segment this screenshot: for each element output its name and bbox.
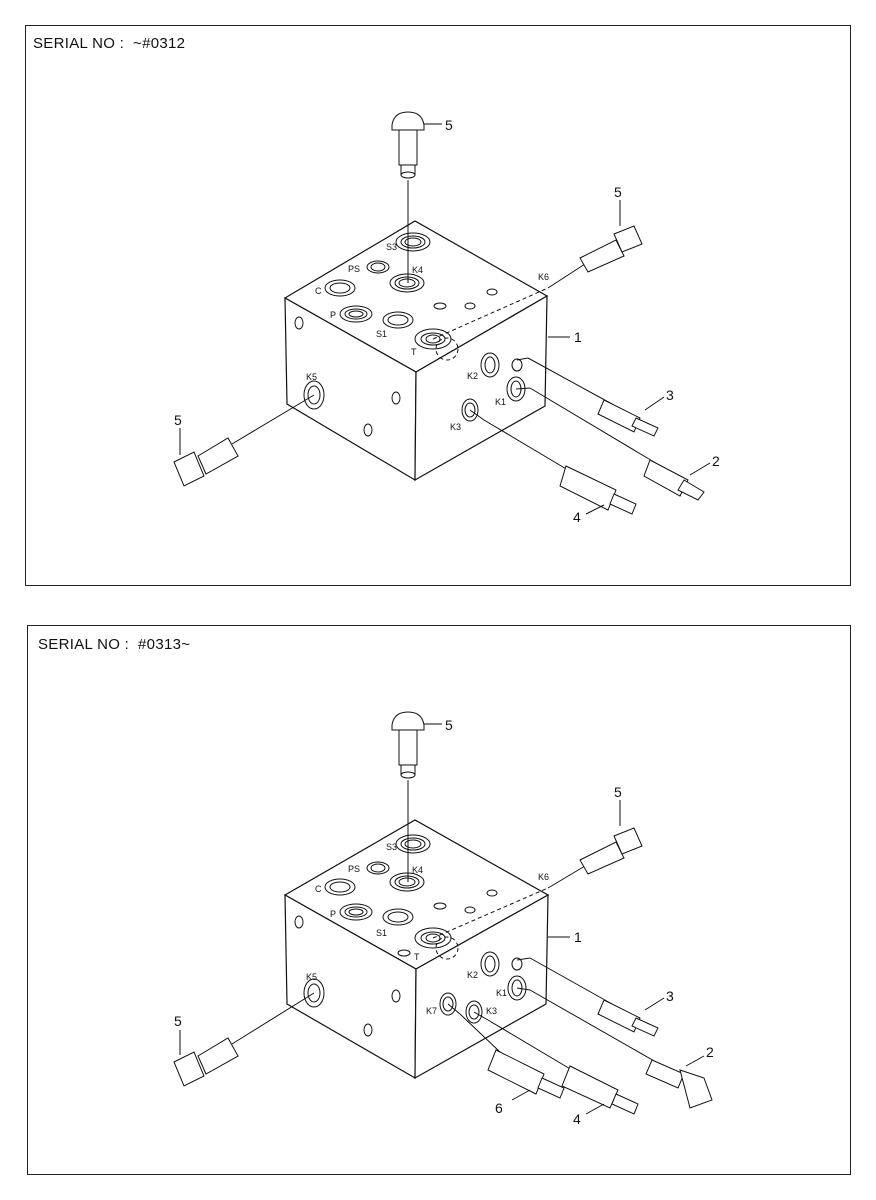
callout-2-b: 2 <box>706 1044 714 1060</box>
cartridge-4 <box>469 409 637 515</box>
port-label-K3-b: K3 <box>486 1006 497 1016</box>
port-label-T: T <box>411 347 417 357</box>
callout-3-b: 3 <box>666 988 674 1004</box>
cartridge-4-b <box>473 1011 639 1115</box>
callout-5-right: 5 <box>614 184 622 200</box>
port-label-K2: K2 <box>467 371 478 381</box>
port-label-PS-b: PS <box>348 864 360 874</box>
top-face-ports-b <box>324 834 498 960</box>
port-label-K7-b: K7 <box>426 1006 437 1016</box>
port-label-K5: K5 <box>306 372 317 382</box>
port-label-T-b: T <box>414 952 420 962</box>
callout-5-top: 5 <box>445 117 453 133</box>
port-label-S1: S1 <box>376 329 387 339</box>
callout-5-left-b: 5 <box>174 1013 182 1029</box>
block-right-face <box>414 294 548 482</box>
port-label-S1-b: S1 <box>376 928 387 938</box>
plug-k6-b <box>432 800 643 939</box>
port-label-K2-b: K2 <box>467 970 478 980</box>
port-label-K6-b: K6 <box>538 872 549 882</box>
callout-3: 3 <box>666 387 674 403</box>
port-label-P-b: P <box>330 909 336 919</box>
block-right-face-b <box>414 893 549 1080</box>
callout-5-right-b: 5 <box>614 784 622 800</box>
plug-2-b <box>516 987 713 1109</box>
port-label-K1-b: K1 <box>496 988 507 998</box>
port-label-K4: K4 <box>412 265 423 275</box>
plug-top-vertical-b <box>391 711 442 882</box>
port-label-K5-b: K5 <box>306 972 317 982</box>
port-label-C-b: C <box>315 884 322 894</box>
plug-k5-b <box>173 992 315 1087</box>
callout-2: 2 <box>712 453 720 469</box>
serial-label-bottom: SERIAL NO : #0313~ <box>38 636 191 653</box>
port-label-PS: PS <box>348 264 360 274</box>
callout-5-top-b: 5 <box>445 717 453 733</box>
port-label-K3: K3 <box>450 422 461 432</box>
callout-1-bottom: 1 <box>574 929 582 945</box>
cartridge-6-b <box>447 1003 565 1101</box>
plug-k5 <box>173 394 315 487</box>
port-label-K6: K6 <box>538 272 549 282</box>
port-label-K1: K1 <box>495 397 506 407</box>
callout-1-top: 1 <box>574 329 582 345</box>
port-label-C: C <box>315 286 322 296</box>
top-face-ports <box>324 232 498 361</box>
port-label-S3-b: S3 <box>386 842 397 852</box>
cartridge-2 <box>515 387 711 501</box>
cartridge-3 <box>516 357 665 437</box>
port-label-K4-b: K4 <box>412 865 423 875</box>
plug-k6 <box>432 200 643 340</box>
port-label-P: P <box>330 310 336 320</box>
plug-top-vertical <box>391 111 442 283</box>
valve-block-top <box>283 220 549 482</box>
callout-6-b: 6 <box>495 1100 503 1116</box>
port-label-S3: S3 <box>386 242 397 252</box>
callout-4-b: 4 <box>573 1111 581 1127</box>
callout-4: 4 <box>573 509 581 525</box>
callout-5-left: 5 <box>174 412 182 428</box>
cartridge-3-b <box>516 957 665 1037</box>
serial-label-top: SERIAL NO : ~#0312 <box>33 35 186 52</box>
valve-block-bottom <box>283 819 550 1080</box>
